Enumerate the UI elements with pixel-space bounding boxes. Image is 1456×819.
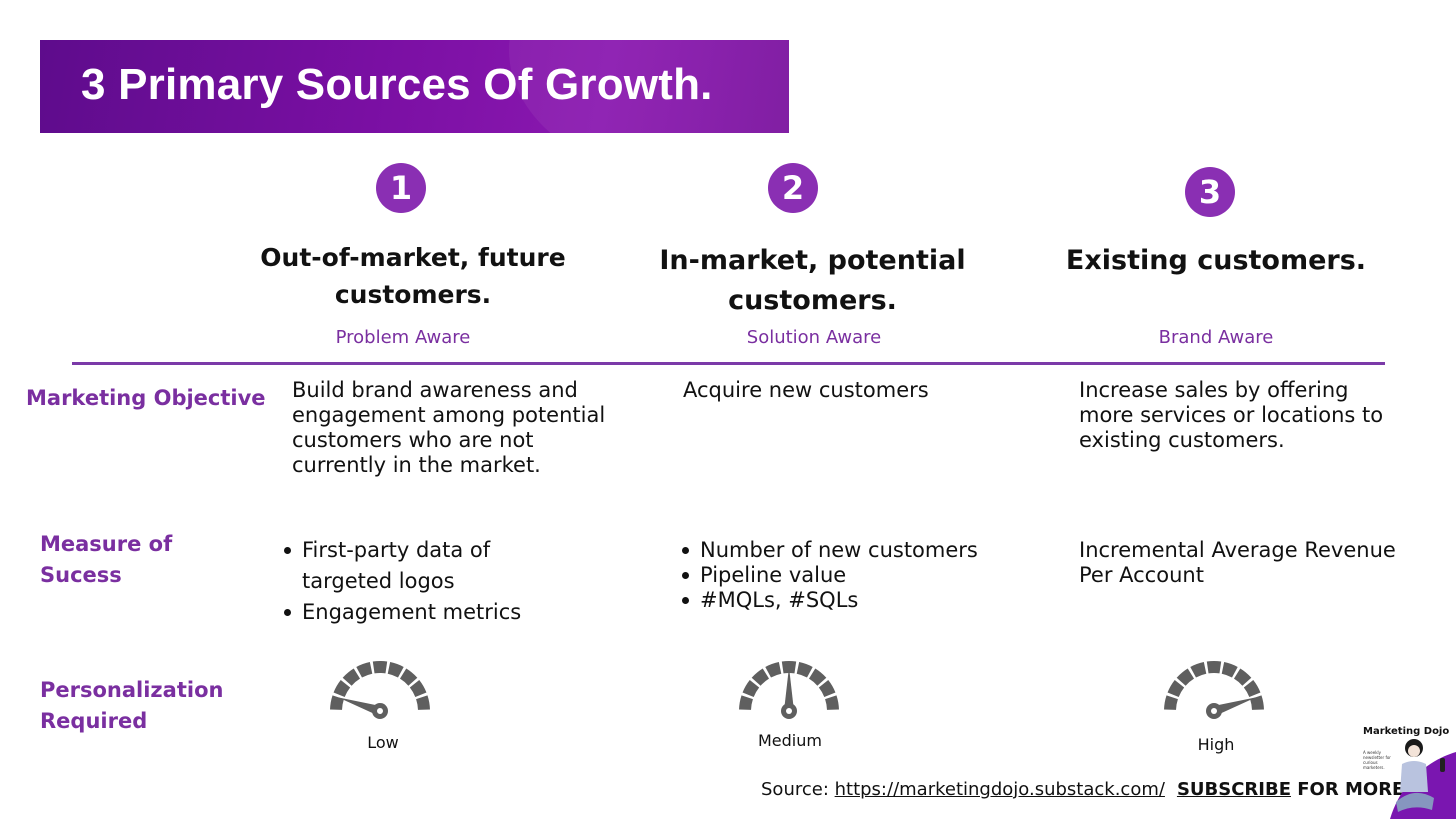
gauge-segment <box>818 680 836 697</box>
gauge-segment <box>409 680 427 697</box>
gauge-high-label: High <box>1197 735 1235 754</box>
list-item: Pipeline value <box>680 563 978 588</box>
measure-cell-3: Incremental Average Revenue Per Account <box>1079 538 1396 588</box>
gauge-medium-label: Medium <box>758 731 822 750</box>
gauge-hub-center <box>1211 708 1217 714</box>
gauge-segment <box>1176 668 1195 686</box>
gauge-segment <box>739 695 753 710</box>
objective-cell-1-line: engagement among potential <box>292 403 606 427</box>
measure-list-2: Number of new customers Pipeline value #… <box>680 538 978 613</box>
gauge-segment <box>1233 668 1252 686</box>
objective-cell-1-line: customers who are not <box>292 428 534 452</box>
source-prefix: Source: <box>761 779 835 800</box>
gauge-needle <box>1212 697 1256 716</box>
gauge-segment <box>330 695 344 710</box>
list-item: Number of new customers <box>680 538 978 563</box>
brand-name: Marketing Dojo <box>1363 726 1450 737</box>
gauge-segment <box>1167 680 1185 697</box>
gauge-segment <box>356 662 373 678</box>
title-banner: 3 Primary Sources Of Growth. <box>40 40 789 133</box>
row-label-measure-line2: Sucess <box>40 563 122 587</box>
objective-cell-1-line: Build brand awareness and <box>292 378 578 402</box>
step-1-badge: 1 <box>376 163 426 213</box>
objective-cell-3-line: existing customers. <box>1079 428 1285 452</box>
gauge-segment <box>742 680 760 697</box>
row-label-personalization-line2: Required <box>40 709 148 733</box>
gauge-segment <box>387 662 404 678</box>
gauge-segment <box>1164 695 1178 710</box>
footer-source: Source: https://marketingdojo.substack.c… <box>761 779 1404 800</box>
gauge-segment <box>342 668 361 686</box>
row-label-measure: Measure of Sucess <box>40 529 172 591</box>
subscribe-rest: FOR MORE <box>1290 779 1405 800</box>
measure-cell-3-line: Incremental Average Revenue <box>1079 538 1396 562</box>
step-3-badge: 3 <box>1185 167 1235 217</box>
header-divider <box>72 362 1385 365</box>
subscribe-cta[interactable]: SUBSCRIBE FOR MORE <box>1177 779 1404 800</box>
brand-tagline: A weekly newsletter for curious marketer… <box>1363 750 1391 770</box>
gauge-segment <box>372 661 388 674</box>
list-item: Engagement metrics <box>282 597 521 628</box>
gauge-low-label: Low <box>367 733 399 752</box>
step-2-badge: 2 <box>768 163 818 213</box>
objective-cell-3: Increase sales by offering more services… <box>1079 378 1383 453</box>
measure-list-1: First-party data of targeted logos Engage… <box>282 535 521 628</box>
column-1-subtitle: Problem Aware <box>335 327 471 348</box>
list-item: First-party data of targeted logos <box>282 535 521 597</box>
gauge-segment <box>1190 662 1207 678</box>
brand-illustration-icon <box>1390 739 1456 819</box>
column-1-heading: Out-of-market, future customers. <box>233 239 593 313</box>
gauge-segment <box>1221 662 1238 678</box>
gauge-segment <box>808 668 827 686</box>
objective-cell-3-line: more services or locations to <box>1079 403 1384 427</box>
gauge-segment <box>416 695 430 710</box>
measure-cell-3-line: Per Account <box>1079 563 1204 587</box>
objective-cell-2: Acquire new customers <box>683 378 929 403</box>
column-1-heading-line1: Out-of-market, future <box>260 243 566 272</box>
brand-badge: Marketing Dojo A weekly newsletter for c… <box>1362 724 1456 819</box>
column-3-heading: Existing customers. <box>1046 241 1386 281</box>
gauge-low-icon <box>330 661 430 719</box>
gauge-hub-center <box>377 708 383 714</box>
objective-cell-2-line: Acquire new customers <box>683 378 929 402</box>
gauge-hub-center <box>786 708 792 714</box>
column-3-subtitle: Brand Aware <box>1158 327 1274 348</box>
gauge-segment <box>765 662 782 678</box>
list-item-text: targeted logos <box>302 569 455 593</box>
row-label-objective: Marketing Objective <box>26 386 266 410</box>
gauge-needle <box>338 697 382 716</box>
column-2-heading-line1: In-market, potential <box>659 245 966 276</box>
gauge-segment <box>1250 695 1264 710</box>
list-item-text: First-party data of <box>302 538 491 562</box>
gauge-segment <box>399 668 418 686</box>
column-2-heading: In-market, potential customers. <box>630 241 995 321</box>
row-label-personalization-line1: Personalization <box>40 678 224 702</box>
column-2-heading-line2: customers. <box>728 285 897 316</box>
row-label-personalization: Personalization Required <box>40 675 223 737</box>
source-link[interactable]: https://marketingdojo.substack.com/ <box>834 779 1165 800</box>
gauge-segment <box>796 662 813 678</box>
gauge-segment <box>333 680 351 697</box>
objective-cell-1-line: currently in the market. <box>292 453 541 477</box>
gauge-segment <box>1206 661 1222 674</box>
list-item-text: Engagement metrics <box>302 600 522 624</box>
row-label-measure-line1: Measure of <box>40 532 173 556</box>
page-title: 3 Primary Sources Of Growth. <box>81 60 713 109</box>
gauge-segment <box>751 668 770 686</box>
subscribe-word[interactable]: SUBSCRIBE <box>1176 779 1291 800</box>
gauge-needle <box>784 667 794 711</box>
objective-cell-1: Build brand awareness and engagement amo… <box>292 378 605 478</box>
column-3-heading-line1: Existing customers. <box>1065 245 1367 276</box>
gauge-high-icon <box>1164 661 1264 719</box>
gauge-segment <box>1243 680 1261 697</box>
column-2-subtitle: Solution Aware <box>746 327 882 348</box>
column-1-heading-line2: customers. <box>334 280 492 309</box>
objective-cell-3-line: Increase sales by offering <box>1079 378 1349 402</box>
list-item: #MQLs, #SQLs <box>680 588 978 613</box>
gauge-segment <box>825 695 839 710</box>
gauge-medium-icon <box>739 661 839 719</box>
